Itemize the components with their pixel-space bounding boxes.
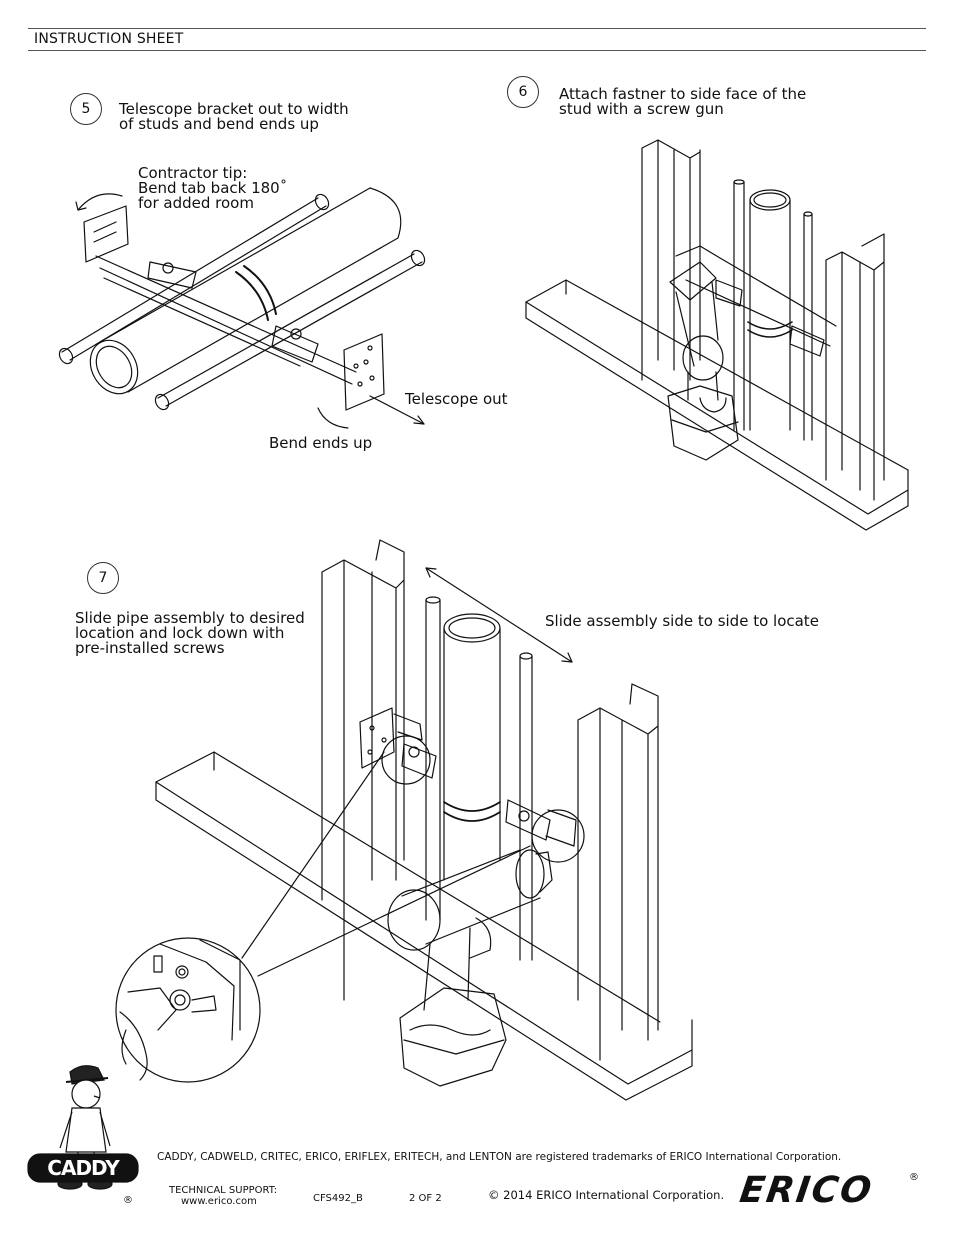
top-rule bbox=[28, 28, 926, 29]
technical-support-url[interactable]: www.erico.com bbox=[181, 1196, 257, 1207]
copyright-notice: © 2014 ERICO International Corporation. bbox=[488, 1188, 725, 1202]
contractor-tip-callout: Contractor tip: Bend tab back 180˚ for a… bbox=[138, 164, 288, 212]
caddy-registered-mark: ® bbox=[123, 1195, 133, 1206]
step-5-number: 5 bbox=[81, 101, 91, 117]
caddy-mascot-logo: CADDY bbox=[27, 1065, 139, 1190]
erico-registered-mark: ® bbox=[909, 1172, 919, 1183]
step-6-marker: 6 bbox=[507, 76, 539, 108]
step-7-marker: 7 bbox=[87, 562, 119, 594]
technical-support-label: TECHNICAL SUPPORT: bbox=[169, 1185, 278, 1196]
telescope-out-callout: Telescope out bbox=[405, 390, 508, 408]
step-6-text: Attach fastner to side face of the stud … bbox=[559, 85, 807, 118]
step-7-text: Slide pipe assembly to desired location … bbox=[75, 609, 305, 657]
bend-ends-up-callout: Bend ends up bbox=[269, 434, 373, 452]
erico-logo-text: ERICO bbox=[737, 1170, 876, 1211]
step-7-illustration bbox=[115, 539, 693, 1101]
step-6-number: 6 bbox=[518, 84, 528, 100]
slide-side-callout: Slide assembly side to side to locate bbox=[545, 612, 819, 630]
caddy-logo-text: CADDY bbox=[47, 1156, 120, 1180]
step-7-number: 7 bbox=[98, 570, 108, 586]
step-5-illustration bbox=[58, 187, 426, 429]
step-5-marker: 5 bbox=[70, 93, 102, 125]
page-number: 2 OF 2 bbox=[409, 1193, 442, 1204]
step-6-illustration bbox=[525, 139, 909, 531]
header-rule bbox=[28, 50, 926, 51]
step-5-text: Telescope bracket out to width of studs … bbox=[119, 100, 349, 133]
document-code: CFS492_B bbox=[313, 1193, 363, 1204]
page-header-title: INSTRUCTION SHEET bbox=[34, 31, 184, 47]
erico-logo: ERICO bbox=[737, 1170, 908, 1211]
trademark-notice: CADDY, CADWELD, CRITEC, ERICO, ERIFLEX, … bbox=[157, 1151, 842, 1163]
